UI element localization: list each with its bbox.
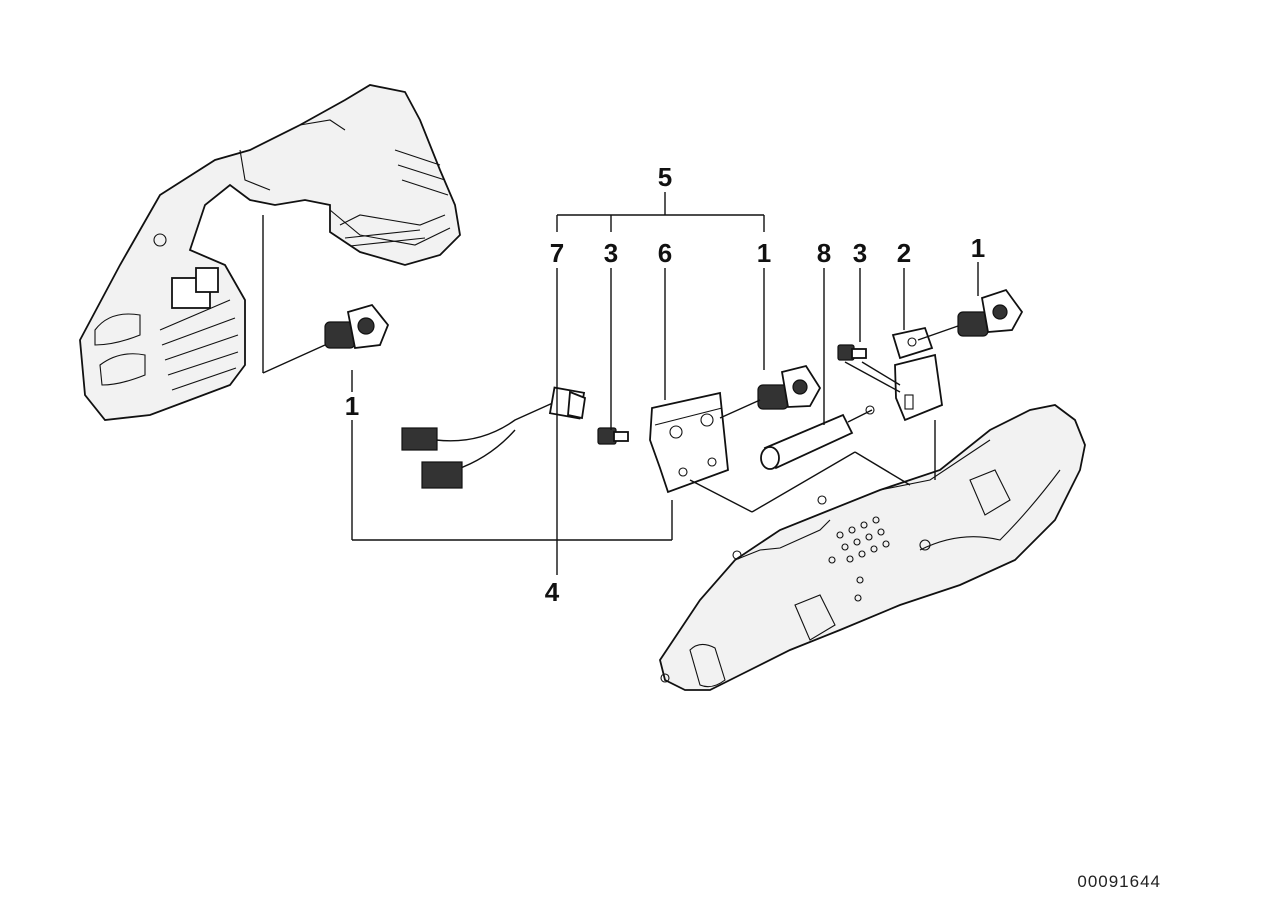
- screw-left: [597, 427, 629, 445]
- callout-4: 4: [544, 577, 560, 607]
- callout-1-right: 1: [970, 233, 986, 263]
- callout-3-left: 3: [603, 238, 619, 268]
- document-id: 00091644: [1077, 872, 1161, 891]
- vent-holes: [828, 516, 890, 602]
- bracket-plate: [649, 391, 729, 494]
- guide-shaft: [760, 405, 875, 470]
- callout-1-left: 1: [344, 391, 360, 421]
- callout-3-right: 3: [852, 238, 868, 268]
- left-trim-panel: [79, 84, 461, 421]
- callout-6: 6: [657, 238, 673, 268]
- callout-8: 8: [816, 238, 832, 268]
- adjuster-knob-right: [957, 288, 1024, 337]
- leader-lines: [262, 192, 979, 575]
- callout-1-middle: 1: [756, 238, 772, 268]
- callout-7: 7: [549, 238, 565, 268]
- callout-2: 2: [896, 238, 912, 268]
- callout-5: 5: [657, 162, 673, 192]
- wiring-harness: [401, 386, 586, 489]
- mounting-clip: [891, 326, 943, 422]
- right-trim-panel: [659, 404, 1086, 691]
- screw-right: [837, 344, 867, 361]
- adjuster-knob-left: [324, 303, 390, 349]
- adjuster-knob-middle: [757, 364, 822, 410]
